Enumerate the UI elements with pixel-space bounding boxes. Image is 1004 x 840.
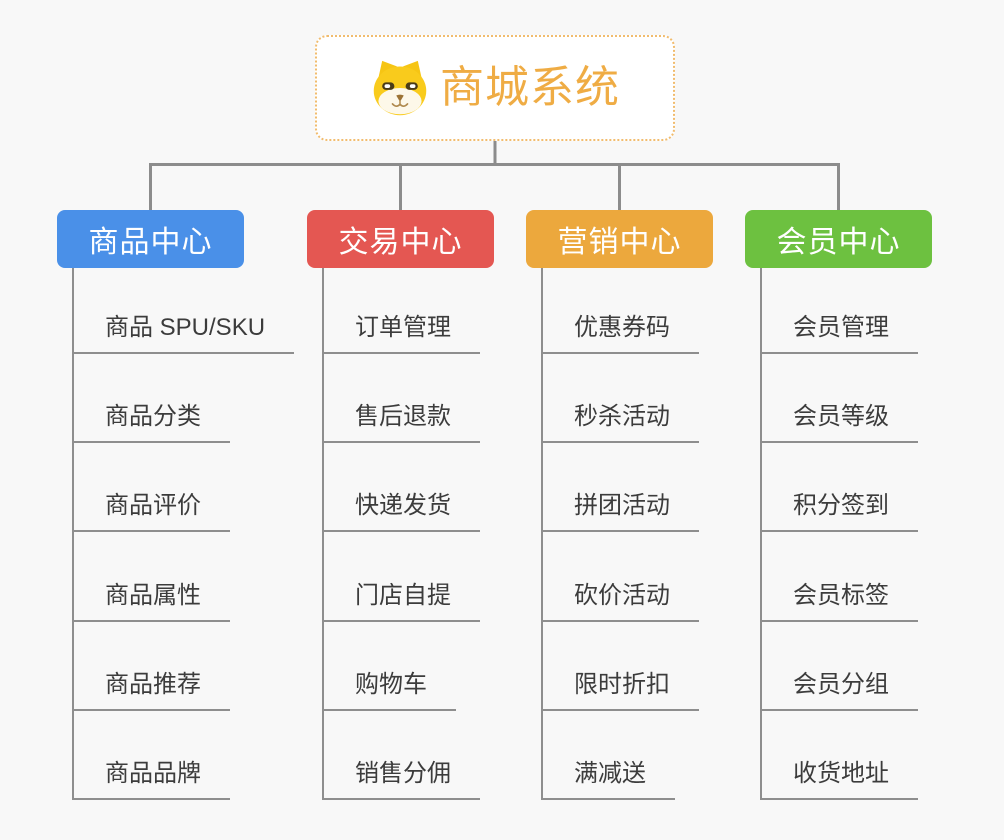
child-topic[interactable]: 订单管理: [322, 313, 480, 354]
root-topic-title: 商城系统: [440, 63, 620, 112]
child-topic[interactable]: 限时折扣: [541, 670, 699, 711]
child-topic[interactable]: 快递发货: [322, 491, 480, 532]
child-topic[interactable]: 收货地址: [760, 759, 918, 800]
child-topic[interactable]: 满减送: [541, 759, 675, 800]
branch-spine-line: [322, 268, 324, 800]
branch-topic-2[interactable]: 交易中心: [307, 210, 494, 268]
branch-column: 交易中心订单管理售后退款快递发货门店自提购物车销售分佣: [307, 210, 494, 830]
branch-topic-1[interactable]: 商品中心: [57, 210, 244, 268]
child-topic[interactable]: 商品分类: [72, 402, 230, 443]
child-topic[interactable]: 售后退款: [322, 402, 480, 443]
child-topic[interactable]: 积分签到: [760, 491, 918, 532]
branch-column: 营销中心优惠券码秒杀活动拼团活动砍价活动限时折扣满减送: [526, 210, 713, 830]
child-topic[interactable]: 会员标签: [760, 581, 918, 622]
child-topic[interactable]: 秒杀活动: [541, 402, 699, 443]
child-topic[interactable]: 商品评价: [72, 491, 230, 532]
child-topic[interactable]: 商品属性: [72, 581, 230, 622]
child-topic[interactable]: 购物车: [322, 670, 456, 711]
root-topic[interactable]: 商城系统: [315, 35, 675, 141]
child-topic[interactable]: 销售分佣: [322, 759, 480, 800]
child-topic[interactable]: 会员等级: [760, 402, 918, 443]
child-topic[interactable]: 商品品牌: [72, 759, 230, 800]
dog-face-icon: [373, 60, 427, 116]
branch-topic-4[interactable]: 会员中心: [745, 210, 932, 268]
child-topic[interactable]: 会员管理: [760, 313, 918, 354]
child-topic[interactable]: 砍价活动: [541, 581, 699, 622]
branch-column: 会员中心会员管理会员等级积分签到会员标签会员分组收货地址: [745, 210, 932, 830]
branch-topic-3[interactable]: 营销中心: [526, 210, 713, 268]
branch-spine-line: [541, 268, 543, 800]
child-topic[interactable]: 门店自提: [322, 581, 480, 622]
branch-spine-line: [72, 268, 74, 800]
child-topic[interactable]: 拼团活动: [541, 491, 699, 532]
child-topic[interactable]: 会员分组: [760, 670, 918, 711]
branch-column: 商品中心商品 SPU/SKU 商品分类商品评价商品属性商品推荐商品品牌: [57, 210, 295, 830]
branch-spine-line: [760, 268, 762, 800]
child-topic[interactable]: 商品 SPU/SKU: [72, 313, 295, 354]
child-topic[interactable]: 商品推荐: [72, 670, 230, 711]
child-topic[interactable]: 优惠券码: [541, 313, 699, 354]
